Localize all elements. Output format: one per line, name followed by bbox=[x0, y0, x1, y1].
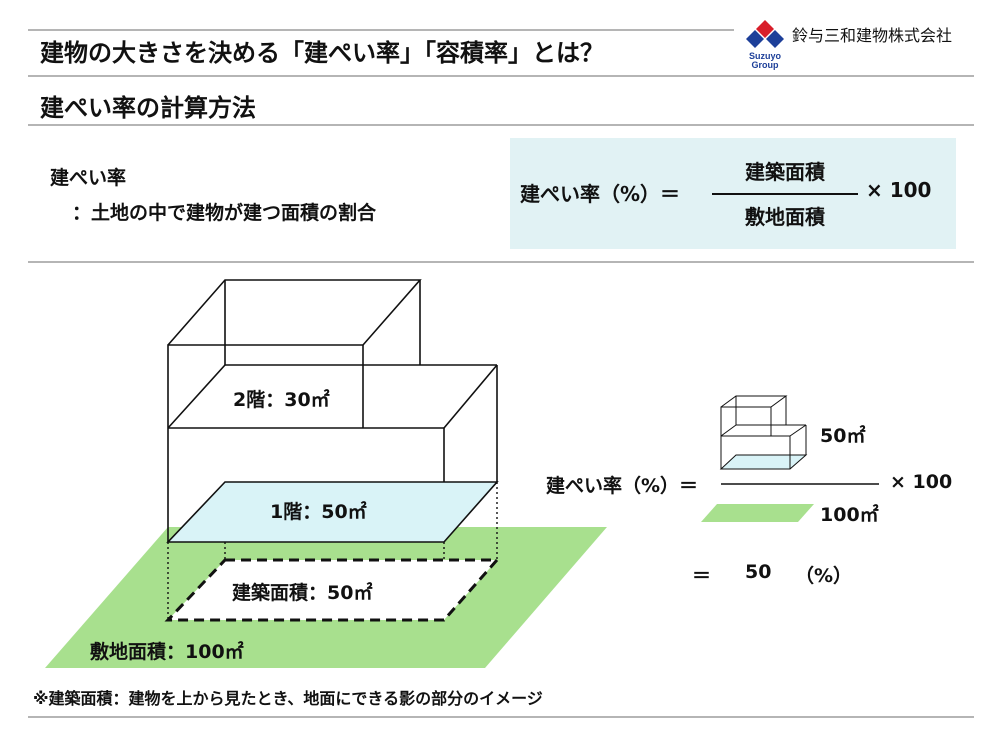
formula-numerator: 建築面積 bbox=[745, 160, 825, 184]
formula-multiplier: × 100 bbox=[866, 178, 932, 202]
calc-numerator: 50㎡ bbox=[820, 425, 866, 447]
mini-building-icon bbox=[719, 395, 808, 470]
floor2-box bbox=[167, 279, 422, 429]
logo-diamond-icon: Suzuyo Group bbox=[746, 20, 784, 70]
section-divider bbox=[28, 261, 974, 263]
calc-result-value: 50 bbox=[745, 561, 772, 583]
floor1-label: 1階：50㎡ bbox=[270, 501, 367, 523]
formula-fraction-line bbox=[712, 193, 858, 195]
footnote: ※建築面積：建物を上から見たとき、地面にできる影の部分のイメージ bbox=[33, 689, 543, 708]
company-logo: Suzuyo Group bbox=[745, 18, 785, 70]
site-label: 敷地面積：100㎡ bbox=[90, 641, 244, 663]
company-name: 鈴与三和建物株式会社 bbox=[792, 26, 953, 45]
calc-result-equals: ＝ bbox=[692, 565, 712, 587]
calc-multiplier: × 100 bbox=[890, 471, 953, 493]
logo-text-line2: Group bbox=[752, 60, 779, 70]
mini-site-icon bbox=[701, 504, 814, 522]
footprint-label: 建築面積：50㎡ bbox=[232, 582, 373, 604]
page-title: 建物の大きさを決める「建ぺい率」「容積率」とは？ bbox=[40, 39, 604, 67]
logo-text-line1: Suzuyo bbox=[749, 51, 782, 61]
calc-result-unit: （%） bbox=[795, 565, 853, 587]
calc-lhs: 建ぺい率（%）＝ bbox=[546, 475, 699, 497]
footer-rule bbox=[28, 716, 974, 718]
subtitle-divider bbox=[28, 124, 974, 126]
definition-description: ：土地の中で建物が建つ面積の割合 bbox=[72, 202, 377, 224]
formula-denominator: 敷地面積 bbox=[745, 205, 825, 229]
footprint-shape bbox=[164, 558, 501, 622]
title-divider bbox=[28, 75, 974, 77]
definition-term: 建ぺい率 bbox=[50, 167, 127, 189]
formula-lhs: 建ぺい率（%）＝ bbox=[520, 182, 681, 206]
floor2-label: 2階：30㎡ bbox=[233, 389, 330, 411]
header-top-rule bbox=[28, 29, 734, 31]
page-subtitle: 建ぺい率の計算方法 bbox=[40, 94, 256, 122]
calc-denominator: 100㎡ bbox=[820, 504, 879, 526]
